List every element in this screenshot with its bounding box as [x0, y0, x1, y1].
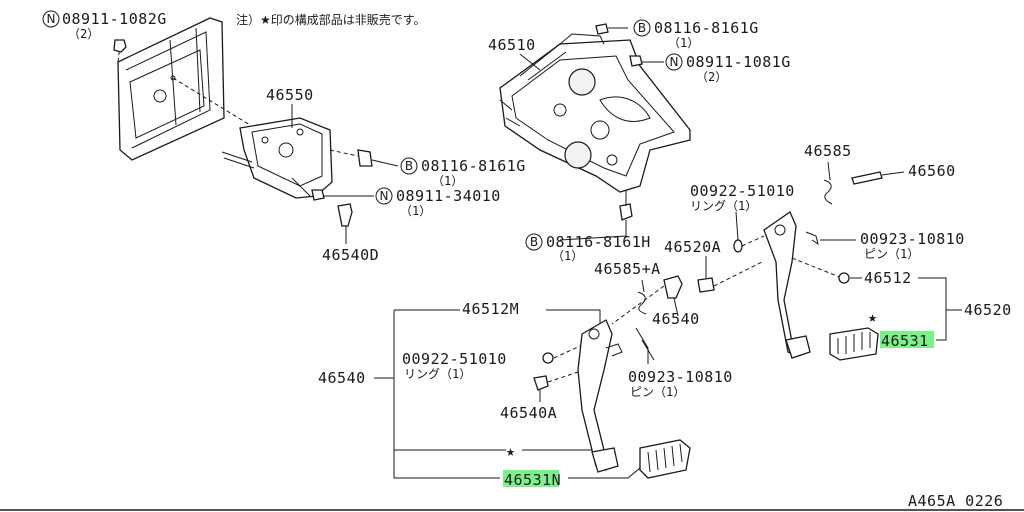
- svg-text:08911-34010: 08911-34010: [396, 187, 501, 205]
- svg-text:08911-1081G: 08911-1081G: [686, 53, 791, 71]
- spring-icon: [823, 179, 833, 205]
- spring-icon: [637, 291, 647, 315]
- bolt-08116-8161H-label: B 08116-8161H （1）: [525, 233, 651, 263]
- svg-text:N: N: [380, 189, 389, 203]
- nut-icon: [311, 189, 325, 201]
- label-46560: 46560: [908, 162, 956, 180]
- svg-text:（1）: （1）: [552, 249, 583, 263]
- pin-icon: [605, 343, 623, 357]
- nut-08911-1082G-label: N 08911-1082G （2）: [42, 10, 167, 41]
- note-text: 注）★印の構成部品は非販売です。: [236, 12, 426, 27]
- svg-text:（2）: （2）: [68, 27, 99, 41]
- svg-text:（1）: （1）: [432, 174, 463, 188]
- pin-right-desc: ピン（1）: [864, 247, 919, 261]
- svg-text:B: B: [530, 235, 538, 249]
- highlight-46531N: [503, 470, 559, 487]
- label-46520A: 46520A: [664, 238, 721, 256]
- pedal-pad-46531N-drawing: [639, 439, 691, 479]
- pin-left-number: 00923-10810: [628, 368, 733, 386]
- label-46540A: 46540A: [500, 404, 557, 422]
- bolt-icon: [533, 375, 549, 391]
- ring-right-desc: リング（1）: [690, 199, 757, 213]
- brake-pedal-46520-drawing: [763, 211, 811, 359]
- nut-08911-1081G-label: N 08911-1081G （2）: [665, 53, 791, 84]
- svg-text:N: N: [47, 12, 56, 26]
- ring-icon: [733, 239, 743, 253]
- label-46520: 46520: [964, 301, 1012, 319]
- bolt-icon: [595, 23, 609, 35]
- svg-text:（2）: （2）: [696, 70, 727, 84]
- bolt-icon: [337, 203, 353, 227]
- nut-08911-34010-label: N 08911-34010 （1）: [375, 187, 501, 218]
- highlight-46531: [880, 331, 934, 348]
- label-46550: 46550: [266, 86, 314, 104]
- label-46540-left: 46540: [318, 369, 366, 387]
- bolt-icon: [663, 275, 683, 299]
- ring-left-desc: リング（1）: [404, 367, 471, 381]
- pin-right-number: 00923-10810: [860, 230, 965, 248]
- svg-text:（1）: （1）: [400, 204, 431, 218]
- svg-text:B: B: [405, 159, 413, 173]
- label-46540-center: 46540: [652, 310, 700, 328]
- bolt-08116-8161G-mid-label: B 08116-8161G （1）: [400, 157, 526, 188]
- pin-left-desc: ピン（1）: [630, 385, 685, 399]
- label-46512: 46512: [864, 269, 912, 287]
- firewall-panel-drawing: [117, 17, 225, 161]
- label-46585: 46585: [804, 142, 852, 160]
- label-46531N[interactable]: 46531N: [504, 471, 561, 489]
- label-46585A: 46585+A: [594, 260, 661, 278]
- pin-icon: [805, 231, 819, 246]
- bolt-08116-8161G-top-label: B 08116-8161G （1）: [633, 19, 759, 50]
- ring-left-number: 00922-51010: [402, 350, 507, 368]
- svg-text:N: N: [670, 55, 679, 69]
- bushing-icon: [838, 272, 850, 284]
- ring-right-number: 00922-51010: [690, 182, 795, 200]
- pedal-pad-46531-drawing: [829, 327, 879, 361]
- bracket-46550-drawing: [221, 117, 333, 199]
- svg-text:08911-1082G: 08911-1082G: [62, 10, 167, 28]
- label-46531[interactable]: 46531: [881, 332, 929, 350]
- svg-text:08116-8161H: 08116-8161H: [546, 233, 651, 251]
- svg-text:08116-8161G: 08116-8161G: [421, 157, 526, 175]
- svg-text:（1）: （1）: [668, 36, 699, 50]
- nut-icon: [113, 39, 127, 53]
- bolt-icon: [619, 203, 633, 221]
- bolt-icon: [851, 171, 883, 185]
- svg-text:08116-8161G: 08116-8161G: [654, 19, 759, 37]
- nut-icon: [629, 55, 643, 67]
- clutch-pedal-drawing: [577, 319, 619, 473]
- figure-id: A465A 0226: [908, 492, 1003, 510]
- svg-text:B: B: [638, 21, 646, 35]
- star-left: ★: [506, 442, 516, 460]
- star-right: ★: [868, 308, 878, 326]
- bolt-icon: [357, 149, 373, 167]
- ring-icon: [542, 352, 554, 364]
- pedal-bracket-46510-drawing: [499, 33, 691, 193]
- label-46512M: 46512M: [462, 300, 519, 318]
- label-46540D: 46540D: [322, 246, 379, 264]
- label-46510: 46510: [488, 36, 536, 54]
- bolt-icon: [697, 277, 715, 293]
